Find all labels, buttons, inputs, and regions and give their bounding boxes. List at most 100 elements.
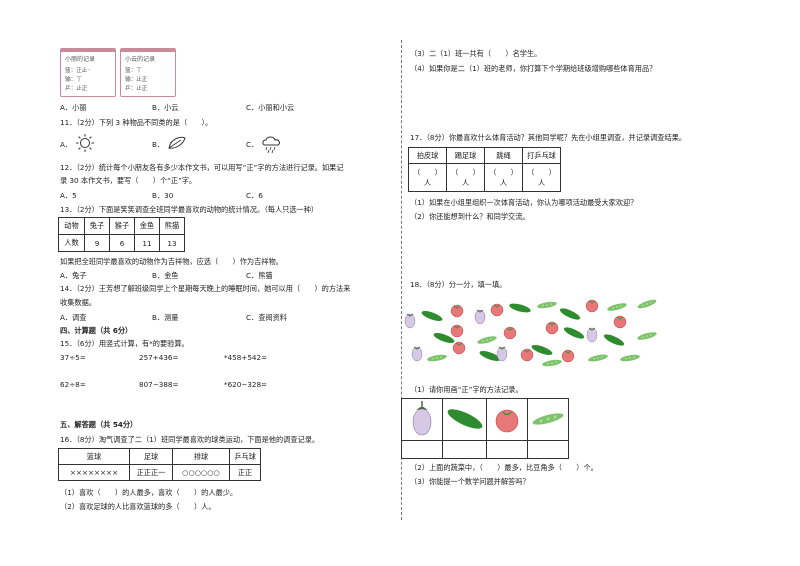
table-cell: 打乒乓球 [522, 147, 561, 164]
q11-option-c: C． [246, 140, 259, 149]
tomato [585, 299, 599, 313]
note-line: 输：丅 [65, 77, 82, 83]
calc-item: *620−328= [224, 380, 268, 389]
unit: 人 [499, 177, 508, 187]
q11-option-a: A． [60, 140, 73, 149]
q16-part2: （2）喜欢足球的人比喜欢篮球的多（ ）人。 [60, 502, 216, 511]
table-cell: （ ）人 [408, 163, 447, 192]
bean-icon [532, 412, 564, 425]
note-line: 篮：正止⁻ [65, 68, 91, 74]
sun-icon [76, 134, 94, 152]
q14-option-b: B．测量 [152, 313, 179, 322]
q14-option-a: A．调查 [60, 313, 87, 322]
table-cell: 人数 [58, 234, 85, 252]
table-cell: （ ）人 [484, 163, 523, 192]
tomato [545, 321, 559, 335]
column-divider [401, 40, 402, 520]
q12-option-a: A．5 [60, 191, 77, 200]
cucumber [602, 332, 626, 348]
cucumber [562, 325, 586, 341]
q18-text: 18．（8分）分一分，填一填。 [410, 280, 507, 289]
bean [536, 300, 558, 310]
note-line: 乒：止正 [65, 86, 88, 92]
calc-item: 62÷8= [60, 380, 86, 389]
table-cell: 排球 [172, 448, 230, 465]
eggplant [586, 327, 598, 343]
eggplant [404, 313, 416, 329]
eggplant-cell [401, 398, 443, 441]
note-xiaoyun: 小云的记录 篮：丅 输：止正 乒：止正 [120, 48, 176, 97]
table-cell: 9 [84, 234, 110, 252]
q13-after: 如果把全班同学最喜欢的动物作为吉祥物，应选（ ）作为吉祥物。 [60, 257, 283, 266]
table-cell: ○○○○○○ [172, 464, 230, 481]
note-xiaoli: 小丽的记录 篮：正止⁻ 输：丅 乒：止正 [60, 48, 116, 97]
tomato [450, 304, 464, 318]
q15-text: 15．（6分）用竖式计算，有*的要验算。 [60, 339, 189, 348]
q18-part3: （3）你能提一个数学问题并解答吗？ [410, 477, 530, 486]
q12-line1: 12．（2分）统计每个小朋友各有多少本作文书，可以用写“正”字的方法进行记录。如… [60, 163, 344, 172]
tomato-icon [495, 409, 519, 432]
bean [426, 353, 448, 363]
cucumber [420, 308, 444, 324]
bean [636, 330, 658, 342]
q17-part1: （1）如果在小组里组织一次体育活动，你认为哪项活动最受大家欢迎？ [410, 198, 638, 207]
q13-option-b: B．金鱼 [152, 271, 179, 280]
calc-item: 37÷5= [60, 353, 86, 362]
tally-cell[interactable] [442, 440, 487, 459]
bean [587, 353, 609, 363]
calc-item: 807−388= [139, 380, 179, 389]
tomato [520, 348, 534, 362]
eggplant-icon [412, 400, 432, 435]
eggplant [474, 309, 486, 325]
q14-line2: 收集数据。 [60, 298, 96, 307]
q13-table: 动物 兔子 猴子 金鱼 熊猫 人数 9 6 11 13 [58, 217, 185, 252]
table-cell: 拍皮球 [408, 147, 447, 164]
note-title: 小云的记录 [125, 56, 156, 63]
table-cell: 正正 [229, 464, 261, 481]
q13-text: 13．（2分）下面是笑笑调查全班同学最喜欢的动物的统计情况。（每人只选一种） [60, 205, 319, 214]
note-title: 小丽的记录 [65, 56, 96, 63]
tomato [503, 326, 517, 340]
q11-option-b: B． [152, 140, 165, 149]
table-cell: （ ）人 [522, 163, 561, 192]
note-line: 篮：丅 [125, 68, 142, 74]
bean [636, 298, 658, 311]
q12-option-c: C．6 [246, 191, 263, 200]
q10-option-a: A．小丽 [60, 103, 87, 112]
table-cell: 正正正一 [129, 464, 173, 481]
q18-table [401, 398, 569, 459]
q16-part4: （4）如果你是二（1）班的老师，你打算下个学期给班级增购哪些体育用品？ [410, 64, 657, 73]
q16-part1: （1）喜欢（ ）的人最多，喜欢（ ）的人最少。 [60, 488, 238, 497]
cucumber [530, 342, 554, 358]
tomato [452, 341, 466, 355]
table-cell: 6 [109, 234, 135, 252]
table-cell: 11 [134, 234, 160, 252]
unit: 人 [461, 177, 470, 187]
table-cell: （ ）人 [446, 163, 485, 192]
q11-text: 11．（2分）下列 3 种物品不同类的是（ ）。 [60, 118, 213, 127]
table-cell: 踢足球 [446, 147, 485, 164]
q17-table: 拍皮球 踢足球 跳绳 打乒乓球 （ ）人 （ ）人 （ ）人 （ ）人 [408, 147, 561, 192]
tomato [561, 349, 575, 363]
table-cell: 兔子 [84, 217, 110, 235]
tally-cell[interactable] [486, 440, 528, 459]
q13-option-c: C．熊猫 [246, 271, 273, 280]
table-cell: 熊猫 [159, 217, 185, 235]
cucumber [508, 301, 532, 315]
vegetables-illustration [404, 298, 658, 368]
cucumber-cell [442, 398, 487, 441]
tally-cell[interactable] [401, 440, 443, 459]
q10-option-c: C．小丽和小云 [246, 103, 295, 112]
note-line: 输：止正 [125, 77, 148, 83]
eggplant [496, 346, 508, 362]
calc-item: *458+542= [224, 353, 268, 362]
table-cell: 猴子 [109, 217, 135, 235]
section-5-title: 五、解答题（共 54分） [60, 420, 138, 429]
tally-cell[interactable] [527, 440, 569, 459]
q18-part2: （2）上面的蔬菜中，（ ）最多，比豆角多（ ）个。 [410, 463, 598, 472]
q12-line2: 录 30 本作文书，要写（ ）个“正”字。 [60, 176, 197, 185]
q12-option-b: B．30 [152, 191, 174, 200]
table-cell: 金鱼 [134, 217, 160, 235]
tomato [613, 315, 627, 329]
section-4-title: 四、计算题（共 6分） [60, 326, 133, 335]
